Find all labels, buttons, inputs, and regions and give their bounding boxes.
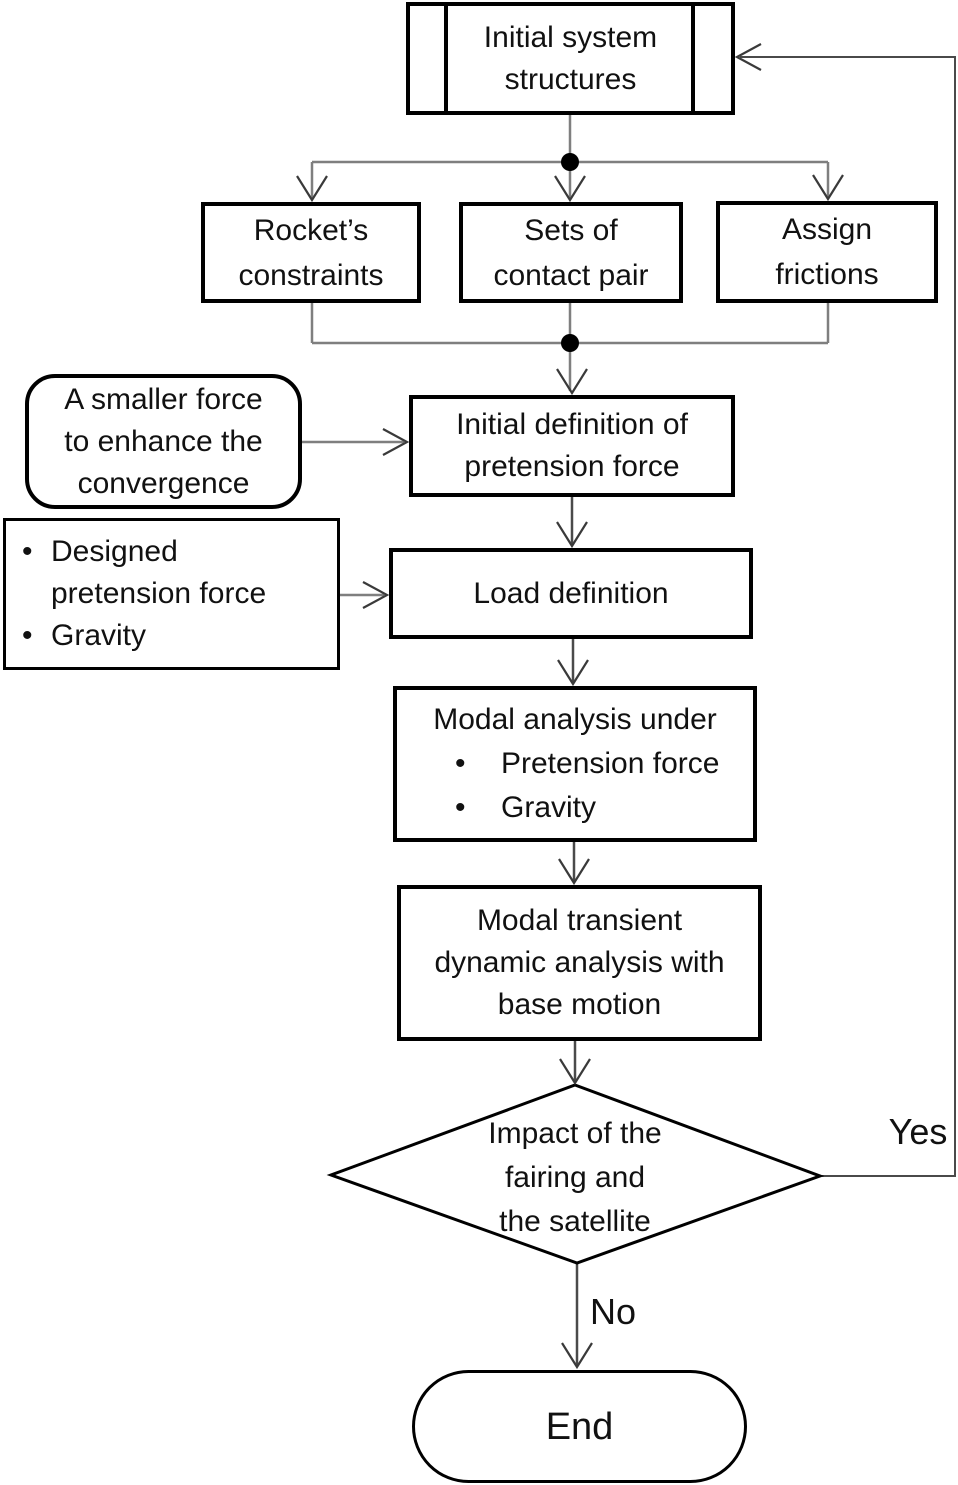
bullet-icon: •: [455, 747, 466, 780]
junction-dots: [561, 153, 579, 352]
edge-label-no: No: [590, 1291, 637, 1332]
node-assign-frictions-label: Assign frictions: [775, 213, 879, 291]
arrowhead-into-transient: [558, 858, 590, 886]
junction-dot-top: [561, 153, 579, 171]
arrowheads: [296, 43, 844, 1370]
node-contact-pair: Sets of contact pair: [459, 202, 683, 303]
junction-dot-bottom: [561, 334, 579, 352]
arrowhead-into-modal: [557, 659, 589, 687]
predefined-process-bar-left: [444, 6, 448, 111]
predefined-process-bar-right: [691, 6, 695, 111]
arrowhead-into-contact: [554, 175, 586, 203]
arrowhead-into-initialdef-left: [382, 428, 410, 456]
node-end: End: [412, 1370, 747, 1483]
node-assign-frictions: Assign frictions: [716, 201, 938, 303]
load-inputs-item-1: • Designed pretension force: [6, 531, 266, 615]
edge-decision-yes-loop: [740, 56, 956, 1177]
load-inputs-item-1-label: Designed pretension force: [51, 535, 267, 610]
modal-analysis-item-1-label: Pretension force: [501, 747, 720, 780]
node-decision-label: Impact of the fairing and the satellite: [488, 1117, 662, 1238]
node-load-definition: Load definition: [389, 548, 753, 639]
modal-analysis-item-2-label: Gravity: [501, 791, 597, 824]
arrowhead-into-frictions: [812, 174, 844, 202]
load-inputs-item-2-label: Gravity: [51, 619, 147, 652]
edge-label-yes: Yes: [888, 1111, 948, 1152]
bullet-icon: •: [22, 619, 33, 652]
arrowhead-into-loaddef-left: [362, 581, 390, 609]
arrowhead-into-initialdef-top: [556, 368, 588, 396]
bullet-icon: •: [455, 791, 466, 824]
modal-analysis-item-1: • Pretension force: [397, 742, 753, 786]
arrowhead-into-end: [561, 1342, 593, 1370]
modal-analysis-item-2: • Gravity: [397, 786, 753, 830]
node-initial-definition-label: Initial definition of pretension force: [456, 408, 688, 483]
decision-diamond-shape: [326, 1083, 825, 1265]
node-modal-analysis-title: Modal analysis under: [433, 703, 717, 736]
node-initial-system: Initial system structures: [406, 2, 735, 115]
arrowhead-into-initialsystem-right: [734, 43, 762, 71]
bullet-icon: •: [22, 535, 33, 568]
node-modal-transient-label: Modal transient dynamic analysis with ba…: [434, 904, 725, 1021]
arrowhead-into-loaddef-top: [556, 521, 588, 549]
arrowhead-into-rockets: [296, 175, 328, 203]
fan-connectors: [302, 115, 830, 597]
node-initial-definition: Initial definition of pretension force: [409, 395, 735, 497]
arrowhead-into-decision: [559, 1058, 591, 1086]
node-modal-analysis: Modal analysis under • Pretension force …: [393, 686, 757, 842]
flow-connectors: [570, 56, 956, 1365]
node-load-definition-label: Load definition: [473, 576, 669, 610]
node-initial-system-label: Initial system structures: [483, 20, 658, 96]
node-contact-pair-label: Sets of contact pair: [493, 213, 649, 292]
node-end-label: End: [545, 1405, 614, 1448]
node-rockets-constraints: Rocket’s constraints: [201, 202, 421, 303]
node-load-inputs: • Designed pretension force • Gravity: [3, 518, 340, 670]
node-smaller-force-label: A smaller force to enhance the convergen…: [64, 382, 263, 500]
node-rockets-constraints-label: Rocket’s constraints: [238, 213, 384, 292]
node-smaller-force: A smaller force to enhance the convergen…: [25, 374, 302, 509]
load-inputs-item-2: • Gravity: [6, 615, 146, 657]
node-modal-transient: Modal transient dynamic analysis with ba…: [397, 885, 762, 1041]
